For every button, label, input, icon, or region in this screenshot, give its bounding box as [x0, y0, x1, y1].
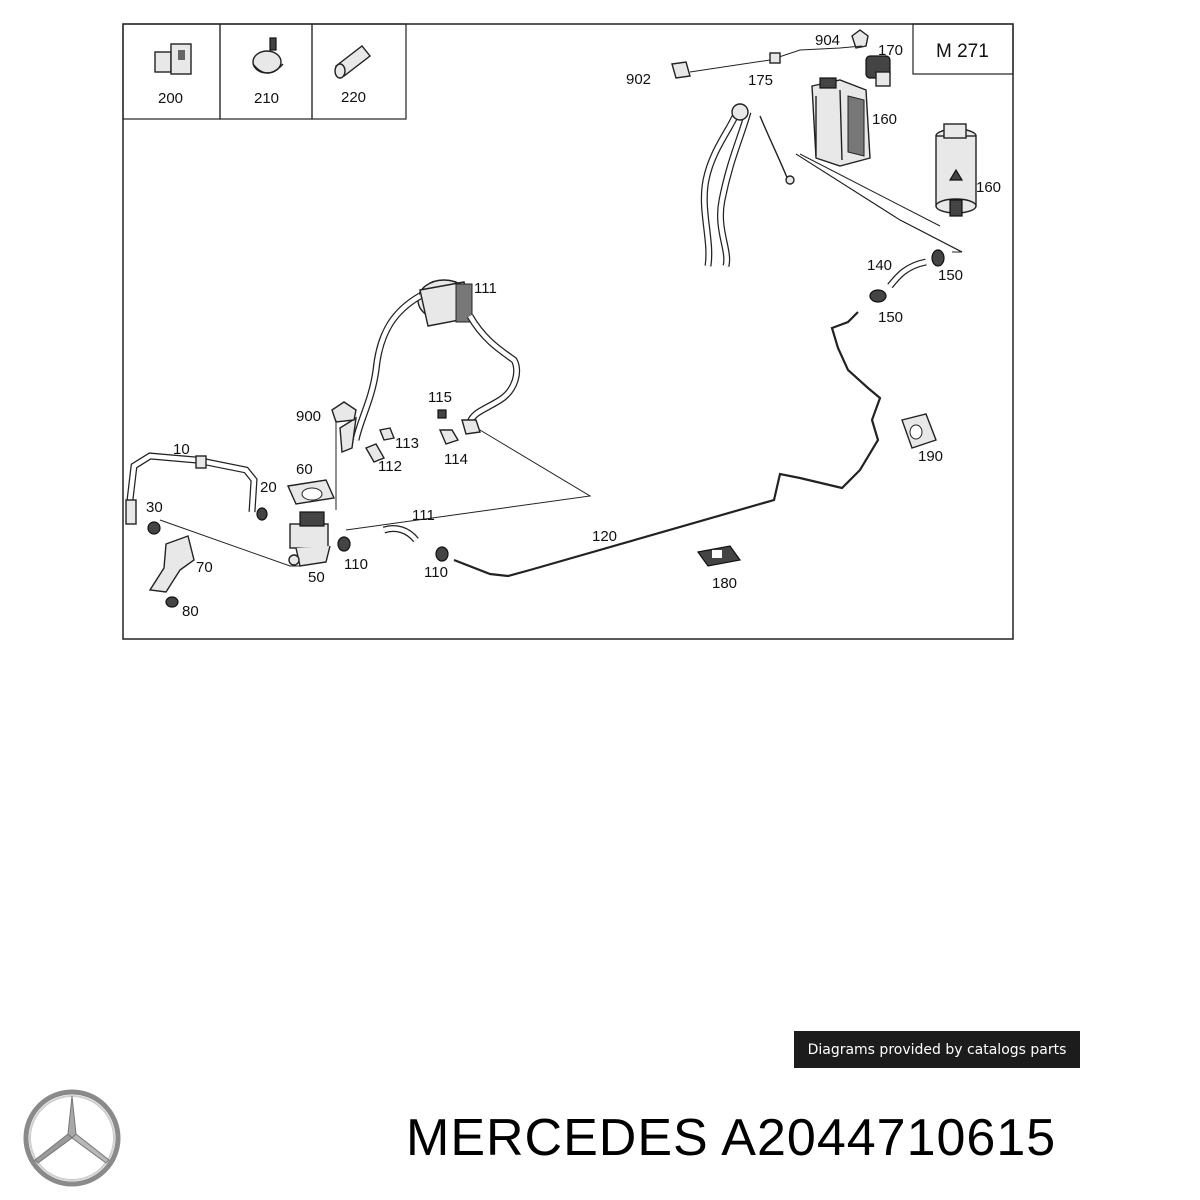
canister-160-dark-icon — [811, 77, 871, 167]
legend-label-200: 200 — [158, 90, 183, 107]
label-50: 50 — [308, 569, 325, 586]
label-900: 900 — [296, 408, 321, 425]
label-904: 904 — [815, 32, 840, 49]
tube-10-icon — [125, 452, 258, 525]
sleeve-220-icon — [334, 45, 371, 79]
diagram-frame — [122, 23, 1014, 640]
mercedes-star-logo-icon — [23, 1089, 121, 1187]
valve-111-top-icon — [417, 279, 473, 327]
hose-111-lower-icon — [382, 524, 419, 543]
label-70: 70 — [196, 559, 213, 576]
label-111-top: 111 — [474, 280, 497, 297]
fitting-113-icon — [379, 427, 395, 441]
canister-160-cylinder-icon — [935, 123, 977, 217]
label-160-lower: 160 — [976, 179, 1001, 196]
label-80: 80 — [182, 603, 199, 620]
connector-900-icon — [331, 401, 357, 423]
valve-170-icon — [865, 55, 891, 87]
label-114: 114 — [444, 451, 468, 468]
clamp-150-upper-icon — [931, 249, 945, 267]
model-box — [912, 23, 1014, 75]
label-160-upper: 160 — [872, 111, 897, 128]
connector-904-icon — [851, 29, 869, 49]
label-112: 112 — [378, 458, 402, 475]
label-175: 175 — [748, 72, 773, 89]
valve-50-icon — [288, 511, 331, 567]
screw-80-icon — [165, 596, 179, 608]
label-180: 180 — [712, 575, 737, 592]
fittings-group — [331, 401, 481, 463]
clamp-20-icon — [256, 507, 268, 521]
clip-200-icon — [154, 43, 192, 75]
label-110-right: 110 — [424, 564, 448, 581]
diagram-credit-watermark: Diagrams provided by catalogs parts — [794, 1031, 1080, 1068]
label-60: 60 — [296, 461, 313, 478]
label-110-left: 110 — [344, 556, 368, 573]
clamp-110-right-icon — [435, 546, 449, 562]
label-115: 115 — [428, 389, 452, 406]
bracket-70-icon — [148, 535, 195, 608]
canister-assembly — [671, 29, 977, 267]
model-code: M 271 — [936, 41, 989, 62]
elbow-114-icon — [438, 429, 460, 445]
label-150-lower: 150 — [878, 309, 903, 326]
clamp-30-icon — [147, 521, 161, 535]
part-number: A2044710615 — [721, 1109, 1057, 1167]
clamp-210-icon — [252, 37, 284, 74]
elbow-112-icon — [364, 443, 386, 463]
parts-diagram: 200 210 220 M 271 — [122, 23, 1014, 640]
fitting-115-icon — [437, 409, 447, 419]
label-150-upper: 150 — [938, 267, 963, 284]
label-10: 10 — [173, 441, 190, 458]
product-title: MERCEDES A2044710615 — [406, 1108, 1196, 1168]
clamp-150-lower-icon — [869, 289, 887, 303]
clamp-110-left-icon — [337, 536, 351, 552]
label-120: 120 — [592, 528, 617, 545]
label-902: 902 — [626, 71, 651, 88]
hose-140-assembly — [869, 249, 945, 303]
label-111-lower: 111 — [412, 507, 435, 524]
label-140: 140 — [867, 257, 892, 274]
bracket-60-icon — [286, 479, 336, 505]
legend-panel: 200 210 220 — [122, 23, 407, 120]
label-190: 190 — [918, 448, 943, 465]
holder-180-icon — [696, 545, 742, 567]
connector-902-icon — [671, 61, 691, 79]
legend-label-220: 220 — [341, 89, 366, 106]
label-20: 20 — [260, 479, 277, 496]
tube-120 — [453, 311, 882, 578]
legend-label-210: 210 — [254, 90, 279, 107]
label-113: 113 — [395, 435, 419, 452]
holder-190-icon — [901, 413, 937, 449]
brand-name: MERCEDES — [406, 1109, 709, 1167]
label-170: 170 — [878, 42, 903, 59]
label-30: 30 — [146, 499, 163, 516]
